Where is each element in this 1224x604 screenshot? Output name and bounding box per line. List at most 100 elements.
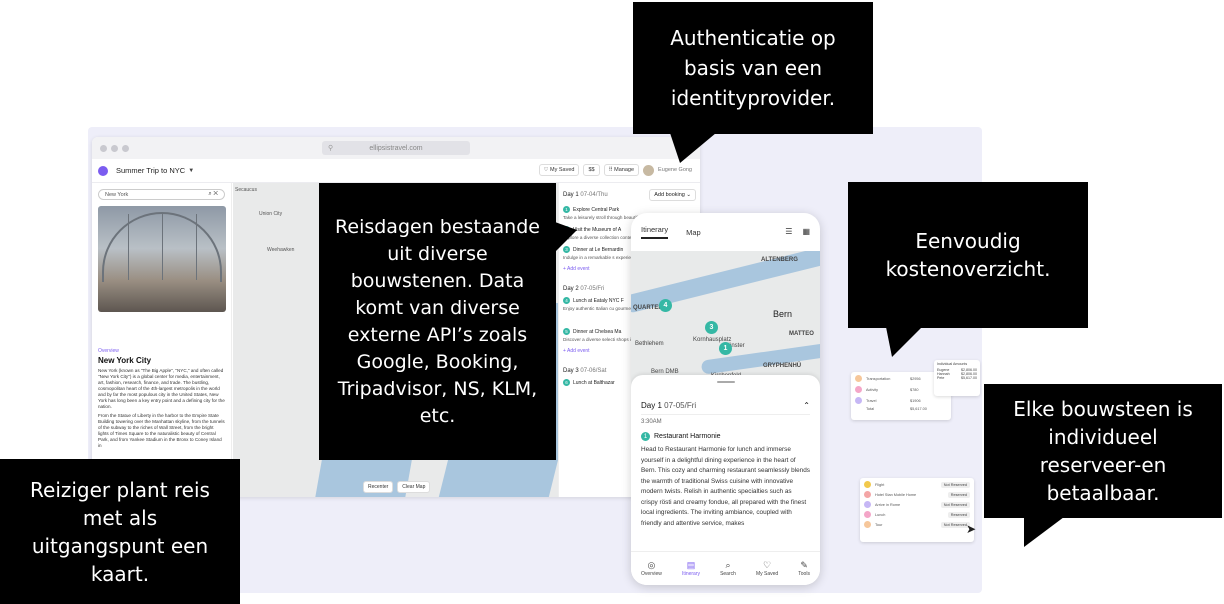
cost-value: $1906 — [910, 398, 921, 403]
status-item-label: Tour — [875, 522, 883, 527]
drag-handle[interactable] — [716, 381, 735, 383]
event-number: 1 — [563, 206, 570, 213]
manage-button[interactable]: ⠿ Manage — [603, 164, 640, 176]
nav-tools[interactable]: ✎Tools — [798, 560, 810, 577]
amount-row: Hannah$2,806.00 — [937, 372, 977, 376]
sheet-day-header[interactable]: Day 1 07-05/Fri ⌃ — [641, 401, 810, 410]
window-minimize-dot[interactable] — [111, 144, 118, 152]
add-event-button[interactable]: + Add event — [563, 266, 590, 272]
tab-map[interactable]: Map — [686, 227, 701, 237]
mobile-tabs: Itinerary Map ☰ ▦ — [631, 213, 820, 251]
mobile-app: Itinerary Map ☰ ▦ ALTENBERG Bern QUARTER… — [631, 213, 820, 585]
tab-itinerary[interactable]: Itinerary — [641, 225, 669, 239]
calendar-icon[interactable]: ▦ — [802, 227, 810, 236]
day-header: Day 1 07-04/Thu Add booking ⌄ — [563, 189, 696, 201]
recenter-button[interactable]: Recenter — [363, 481, 394, 493]
window-close-dot[interactable] — [100, 144, 107, 152]
cost-label: $$ — [588, 167, 595, 173]
compass-icon: ◎ — [647, 560, 656, 570]
status-badge[interactable]: Not Reserved — [940, 501, 970, 508]
cost-button[interactable]: $$ — [583, 164, 600, 176]
map-pin[interactable]: 4 — [659, 299, 672, 312]
destination-photo — [98, 206, 226, 312]
day-label: Day 1 07-04/Thu — [563, 192, 608, 198]
day-label: Day 3 07-06/Sat — [563, 368, 607, 374]
map-controls: Recenter Clear Map — [363, 481, 431, 493]
photo-rib — [162, 214, 163, 280]
search-value: New York — [105, 191, 129, 198]
status-row: Tour Not Reserved — [864, 521, 970, 528]
event-description: Indulge in a remarkable s experience at … — [563, 255, 668, 260]
mobile-map[interactable]: ALTENBERG Bern QUARTER Kirchenfeld MATTE… — [631, 251, 820, 387]
map-label: Bethlehem — [635, 341, 664, 347]
search-icon[interactable]: ⌕ ✕ — [208, 191, 218, 197]
map-pin[interactable]: 1 — [719, 342, 732, 355]
cost-value: $2956 — [910, 376, 921, 381]
window-maximize-dot[interactable] — [122, 144, 129, 152]
nav-overview[interactable]: ◎Overview — [641, 560, 662, 577]
amount-row: Eugene$2,806.00 — [937, 368, 977, 372]
photo-rib — [196, 214, 197, 280]
cost-row: Transportation$2956 — [855, 375, 947, 382]
city-description-2: From the Statue of Liberty in the harbor… — [98, 413, 225, 448]
cursor-icon: ➤ — [966, 522, 977, 536]
event-title: Dinner at Chelsea Ma — [573, 328, 622, 335]
add-event-button[interactable]: + Add event — [563, 348, 590, 354]
status-row: Flight Not Reserved — [864, 481, 970, 488]
nav-search[interactable]: ⌕Search — [720, 560, 736, 577]
browser-titlebar: ⚲ ellipsistravel.com — [92, 137, 700, 159]
overview-label: Overview — [98, 348, 119, 354]
cost-label: Travel — [866, 398, 877, 403]
event-number: 4 — [563, 297, 570, 304]
clear-map-button[interactable]: Clear Map — [397, 481, 431, 493]
itinerary-icon: ▤ — [686, 560, 696, 570]
status-dot — [864, 491, 871, 498]
add-booking-button[interactable]: Add booking ⌄ — [649, 189, 696, 201]
nav-label: My Saved — [755, 571, 779, 577]
status-dot — [864, 481, 871, 488]
chevron-down-icon[interactable]: ▼ — [188, 167, 195, 174]
status-badge[interactable]: Not Reserved — [940, 481, 970, 488]
event-number: 6 — [563, 379, 570, 386]
status-badge[interactable]: Reserved — [947, 511, 970, 518]
bottom-nav: ◎Overview ▤Itinerary ⌕Search ♡My Saved ✎… — [631, 551, 820, 585]
cost-total-row: Total$5,617.00 — [855, 407, 947, 411]
map-label: Union City — [259, 211, 283, 217]
my-saved-button[interactable]: ♡ My Saved — [538, 164, 580, 176]
cost-label: Activity — [866, 387, 879, 392]
cost-value: $5,617.00 — [910, 407, 927, 411]
map-label: Münster — [723, 343, 745, 349]
list-edit-icon[interactable]: ☰ — [785, 227, 793, 236]
status-badge[interactable]: Not Reserved — [940, 521, 970, 528]
status-item-label: Flight — [875, 482, 885, 487]
status-dot — [864, 501, 871, 508]
trip-title[interactable]: Summer Trip to NYC — [116, 166, 186, 175]
map-label: MATTEO — [789, 331, 814, 337]
avatar[interactable] — [643, 164, 655, 176]
status-badge[interactable]: Reserved — [947, 491, 970, 498]
event-number: 1 — [641, 432, 650, 441]
address-bar[interactable]: ⚲ ellipsistravel.com — [322, 141, 470, 155]
amount-row: Pete$5,617.00 — [937, 376, 977, 380]
day-header: Day 2 07-05/Fri — [563, 286, 696, 292]
mobile-event[interactable]: 1 Restaurant Harmonie — [641, 432, 810, 441]
event-description: Take a leisurely stroll through beautifu… — [563, 215, 675, 220]
photo-rib — [128, 214, 129, 280]
event-title: Lunch at Eataly NYC F — [573, 297, 624, 304]
map-pin[interactable]: 3 — [705, 321, 718, 334]
search-input[interactable]: New York ⌕ ✕ — [98, 189, 225, 200]
search-icon: ⌕ — [725, 560, 731, 570]
nav-itinerary[interactable]: ▤Itinerary — [682, 560, 700, 577]
nav-label: Search — [720, 571, 736, 577]
event-number: 5 — [563, 328, 570, 335]
chevron-up-icon[interactable]: ⌃ — [803, 401, 810, 410]
nav-my-saved[interactable]: ♡My Saved — [756, 560, 778, 577]
header-actions: ♡ My Saved $$ ⠿ Manage Eugene Gong — [538, 164, 692, 176]
